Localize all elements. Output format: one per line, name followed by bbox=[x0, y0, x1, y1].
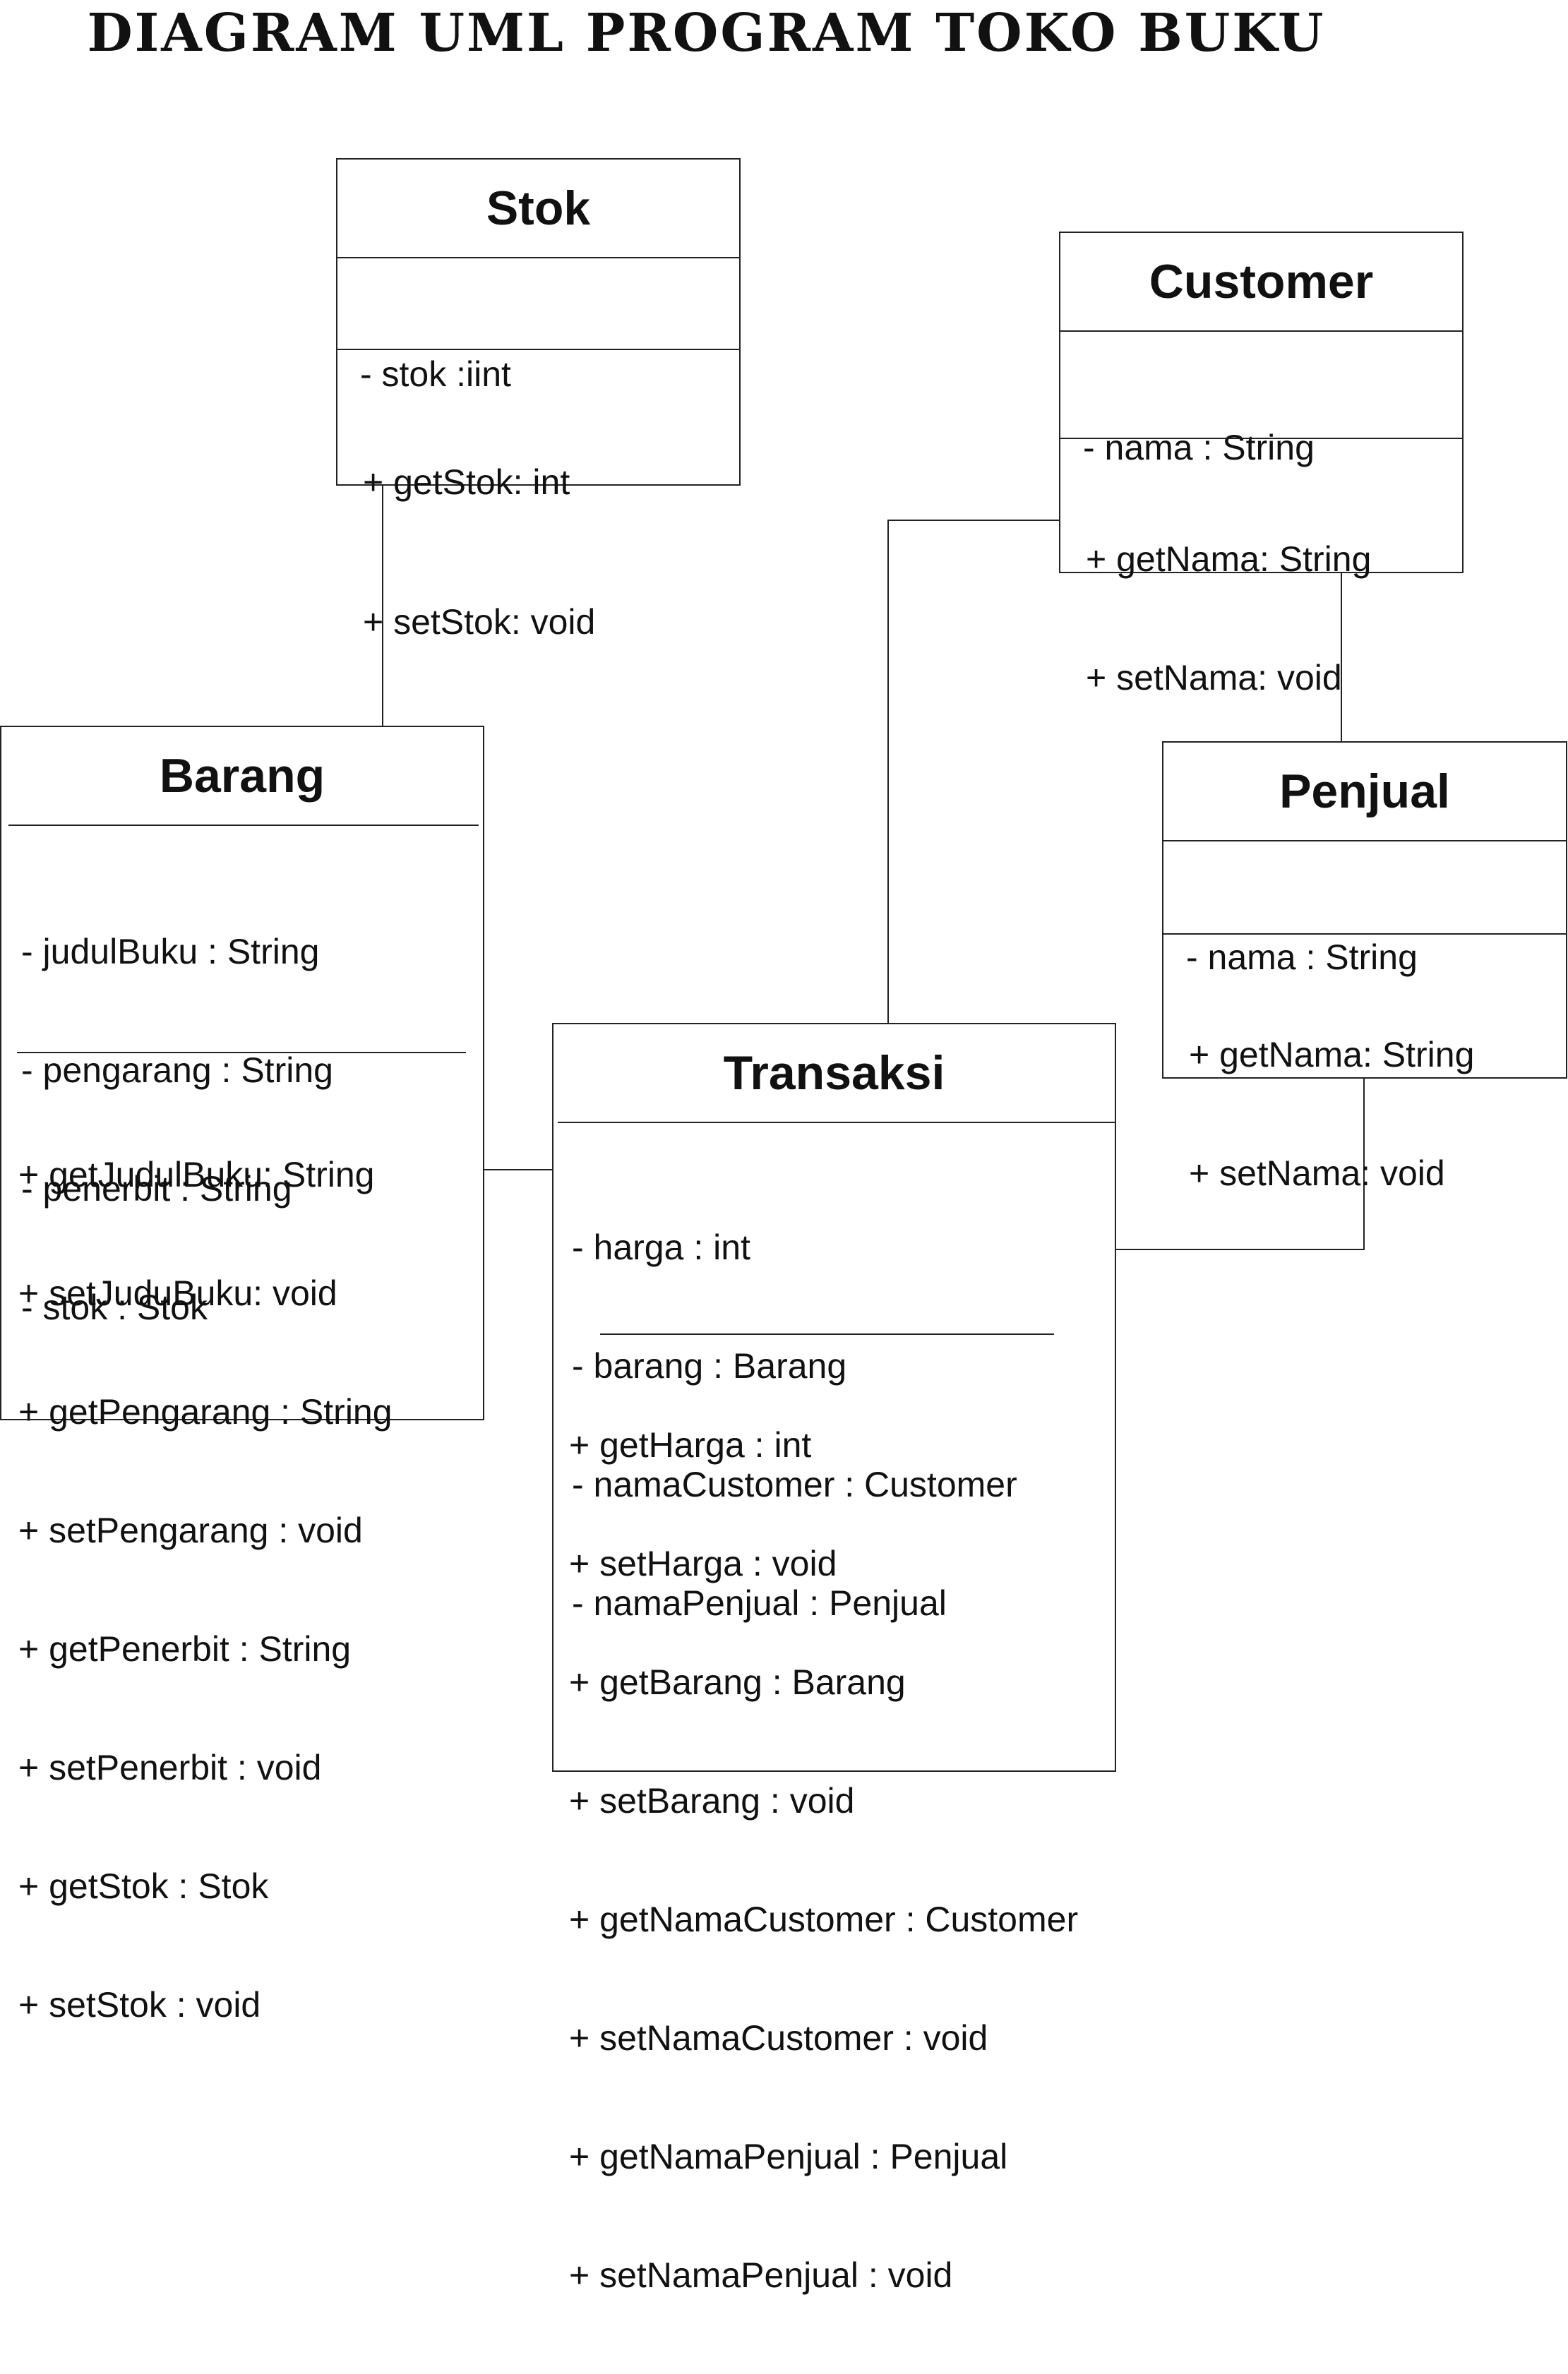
class-penjual: Penjual - nama : String + getNama: Strin… bbox=[1162, 741, 1567, 1193]
class-name: Barang bbox=[159, 749, 325, 803]
method: + setPenerbit : void bbox=[18, 1748, 322, 1787]
divider bbox=[558, 1122, 1115, 1123]
method: + setNama: void bbox=[1189, 1153, 1445, 1193]
divider bbox=[337, 257, 739, 258]
class-customer: Customer - nama : String + getNama: Stri… bbox=[1059, 232, 1464, 697]
class-barang: Barang - judulBuku : String - pengarang … bbox=[0, 726, 484, 2025]
method: + setHarga : void bbox=[569, 1544, 837, 1583]
method: + getStok: int bbox=[363, 462, 570, 502]
method: + setJuduBuku: void bbox=[18, 1273, 337, 1313]
attributes: - stok :iint bbox=[360, 275, 511, 473]
assoc-penjual-transaksi bbox=[1115, 1079, 1365, 1250]
attributes: - judulBuku : String - pengarang : Strin… bbox=[21, 853, 333, 1406]
method: + getJudulBuku: String bbox=[18, 1155, 375, 1194]
methods: + getStok: int + setStok: void bbox=[363, 366, 595, 738]
methods: + getNama: String + setNama: void bbox=[1189, 956, 1474, 1272]
divider bbox=[600, 1333, 1054, 1335]
attributes: - nama : String bbox=[1186, 858, 1418, 1056]
attribute: - penerbit : String bbox=[21, 1169, 292, 1209]
method: + setNamaPenjual : void bbox=[569, 2255, 953, 2295]
attribute: - harga : int bbox=[572, 1228, 750, 1267]
attribute: - namaCustomer : Customer bbox=[572, 1465, 1017, 1504]
association-lines bbox=[382, 486, 1365, 1250]
attribute: - stok :iint bbox=[360, 354, 511, 394]
attributes: - harga : int - barang : Barang - namaCu… bbox=[572, 1149, 1017, 1702]
diagram-title: DIAGRAM UML PROGRAM TOKO BUKU bbox=[87, 3, 1326, 64]
method: + getNamaPenjual : Penjual bbox=[569, 2137, 1008, 2176]
methods: + getHarga : int + setHarga : void + get… bbox=[569, 1346, 1078, 2374]
class-stok: Stok - stok :iint + getStok: int + setSt… bbox=[336, 158, 741, 642]
method: + getStok : Stok bbox=[18, 1866, 269, 1906]
divider bbox=[1163, 933, 1566, 935]
method: + getNamaCustomer : Customer bbox=[569, 1900, 1079, 1939]
class-transaksi: Transaksi - harga : int - barang : Baran… bbox=[552, 1023, 1116, 2295]
attribute: - pengarang : String bbox=[21, 1050, 333, 1090]
method: + getNama: String bbox=[1189, 1035, 1475, 1074]
method: + setPengarang : void bbox=[18, 1511, 363, 1550]
method: + getNama: String bbox=[1086, 539, 1372, 579]
method: + setBarang : void bbox=[569, 1781, 855, 1821]
methods: + getJudulBuku: String + setJuduBuku: vo… bbox=[18, 1076, 393, 2104]
attribute: - namaPenjual : Penjual bbox=[572, 1583, 947, 1623]
methods: + getNama: String + setNama: void bbox=[1086, 460, 1371, 777]
divider bbox=[337, 349, 739, 350]
divider bbox=[1060, 330, 1462, 332]
method: + setStok: void bbox=[363, 602, 596, 642]
attribute: - stok : Stok bbox=[21, 1288, 208, 1327]
attributes: - nama : String bbox=[1083, 349, 1315, 546]
attribute: - nama : String bbox=[1083, 428, 1315, 467]
method: + getPenerbit : String bbox=[18, 1629, 352, 1669]
class-name: Transaksi bbox=[723, 1046, 945, 1100]
assoc-customer-transaksi bbox=[887, 520, 1059, 1023]
method: + getBarang : Barang bbox=[569, 1662, 906, 1702]
method: + setNama: void bbox=[1086, 658, 1342, 697]
method: + getHarga : int bbox=[569, 1425, 812, 1465]
method: + setStok : void bbox=[18, 1985, 261, 2025]
divider bbox=[1163, 840, 1566, 841]
divider bbox=[8, 825, 479, 826]
divider bbox=[17, 1052, 466, 1053]
attribute: - judulBuku : String bbox=[21, 932, 320, 971]
method: + getPengarang : String bbox=[18, 1392, 393, 1432]
method: + setNamaCustomer : void bbox=[569, 2018, 988, 2058]
divider bbox=[1060, 438, 1462, 439]
class-name: Penjual bbox=[1279, 765, 1450, 818]
class-name: Customer bbox=[1149, 255, 1374, 308]
attribute: - nama : String bbox=[1186, 937, 1418, 977]
attribute: - barang : Barang bbox=[572, 1346, 847, 1386]
class-name: Stok bbox=[486, 181, 591, 235]
